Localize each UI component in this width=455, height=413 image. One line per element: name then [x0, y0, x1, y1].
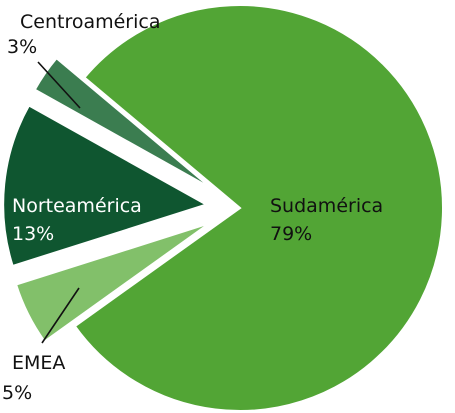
- label-centroamerica-value: 3%: [7, 36, 37, 58]
- pie-slices: [2, 4, 444, 412]
- pie-slice-emea: [14, 222, 211, 343]
- leader-line-emea: [41, 287, 80, 344]
- leader-line-centroamerica: [37, 61, 81, 109]
- label-emea-name: EMEA: [12, 352, 65, 374]
- label-norteamerica-value: 13%: [12, 223, 54, 245]
- pie-slice-centroamerica: [33, 56, 213, 190]
- label-emea-value: 5%: [2, 382, 32, 404]
- label-sudamerica-value: 79%: [270, 223, 312, 245]
- label-norteamerica-name: Norteamérica: [12, 195, 142, 217]
- label-sudamerica-name: Sudamérica: [270, 195, 383, 217]
- pie-slice-norteamerica: [2, 104, 209, 268]
- pie-slice-sudamerica: [73, 4, 444, 412]
- label-centroamerica-name: Centroamérica: [20, 11, 161, 33]
